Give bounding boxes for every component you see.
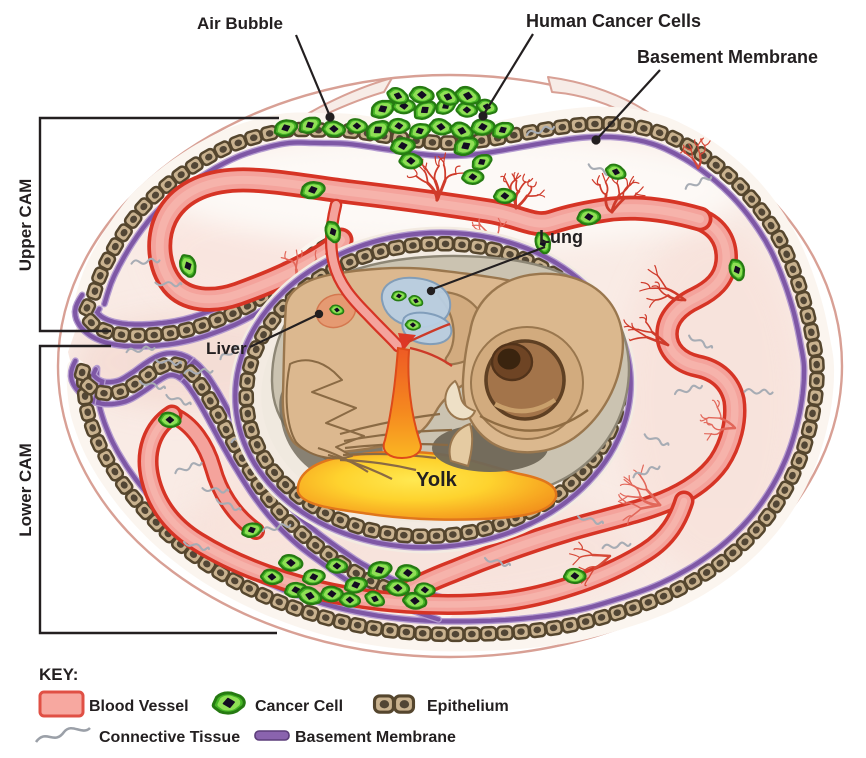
svg-text:Lung: Lung: [539, 227, 583, 247]
svg-text:Blood Vessel: Blood Vessel: [89, 698, 189, 715]
svg-text:Cancer Cell: Cancer Cell: [255, 698, 343, 715]
svg-text:Basement Membrane: Basement Membrane: [637, 47, 818, 67]
svg-text:Upper CAM: Upper CAM: [16, 179, 35, 272]
svg-text:Human Cancer Cells: Human Cancer Cells: [526, 11, 701, 31]
svg-text:Air Bubble: Air Bubble: [197, 14, 283, 33]
svg-text:Basement Membrane: Basement Membrane: [295, 729, 456, 746]
svg-text:Lower CAM: Lower CAM: [16, 443, 35, 537]
svg-text:Epithelium: Epithelium: [427, 698, 509, 715]
svg-text:KEY:: KEY:: [39, 665, 78, 684]
svg-text:Connective Tissue: Connective Tissue: [99, 729, 240, 746]
svg-text:Yolk: Yolk: [416, 469, 458, 491]
svg-text:Liver: Liver: [206, 339, 247, 358]
